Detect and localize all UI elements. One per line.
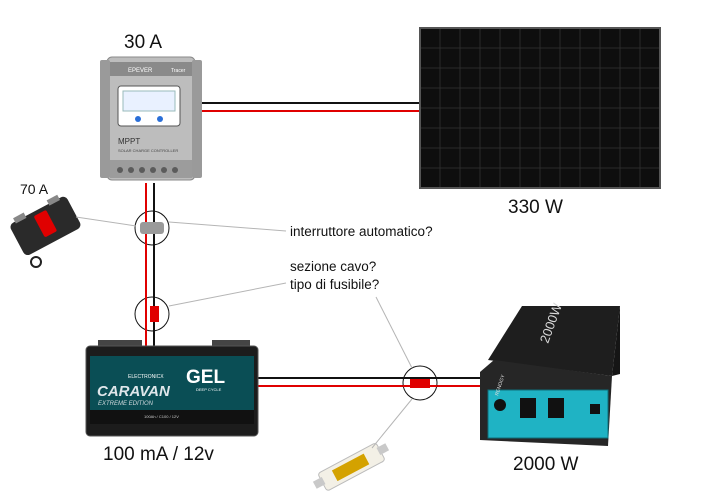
solar-panel xyxy=(419,27,661,189)
breaker-rating-label: 70 A xyxy=(20,181,49,197)
breaker-question-label: interruttore automatico? xyxy=(290,224,433,239)
cable-question-line1: sezione cavo? xyxy=(290,259,377,274)
anl-fuse-holder-icon xyxy=(312,443,390,491)
inverter: 2000W RENOGY xyxy=(480,301,620,446)
battery: ELECTRONICX GEL DEEP CYCLE CARAVAN EXTRE… xyxy=(85,340,259,437)
controller-brand: EPEVER xyxy=(128,68,153,74)
battery-tech-sub: DEEP CYCLE xyxy=(196,387,222,392)
battery-brand: ELECTRONICX xyxy=(128,374,164,380)
battery-rating-label: 100 mA / 12v xyxy=(103,444,214,465)
circuit-breaker xyxy=(10,194,81,268)
callout-breaker-point xyxy=(134,210,170,246)
cable-question-line2: tipo di fusibile? xyxy=(290,277,380,292)
controller-type-label: MPPT xyxy=(118,137,140,146)
controller-subtitle: SOLAR CHARGE CONTROLLER xyxy=(118,148,178,153)
callout-inverter-fuse xyxy=(402,365,438,401)
wire-controller-to-panel xyxy=(195,102,420,112)
battery-spec: 100Ah / C100 / 12V xyxy=(144,414,179,419)
inverter-rating-label: 2000 W xyxy=(513,454,579,475)
battery-tech: GEL xyxy=(186,367,225,388)
controller-rating-label: 30 A xyxy=(124,32,163,53)
panel-rating-label: 330 W xyxy=(508,197,563,218)
battery-name: CARAVAN xyxy=(97,383,171,400)
controller-model: Tracer xyxy=(171,68,186,74)
callout-fuse-point xyxy=(134,296,170,332)
battery-edition: EXTREME EDITION xyxy=(98,401,154,407)
charge-controller: EPEVER Tracer MPPT SOLAR CHARGE CONTROLL… xyxy=(100,56,202,181)
wire-battery-to-inverter xyxy=(254,377,480,387)
leader-lines xyxy=(75,216,413,449)
